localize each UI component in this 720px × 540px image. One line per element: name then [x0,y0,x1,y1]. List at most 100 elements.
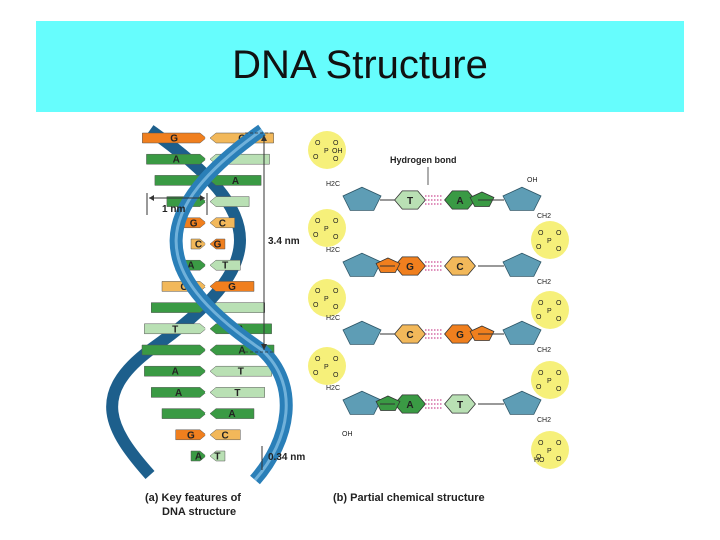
oxygen-label: O [333,218,339,225]
base-letter-left: T [172,324,178,335]
purine-ring2-right [470,326,494,341]
helix-caption-line1: (a) Key features of [145,492,241,504]
oxygen-label: O [313,370,319,377]
base-letter-left: A [175,388,182,399]
phosphorus-label: P [324,296,329,303]
base-pair: CG [191,239,225,251]
base-letter-right: T [214,452,220,463]
ch2-label: CH2 [537,279,551,286]
base-letter-left: G [170,134,178,145]
oxygen-label: O [333,372,339,379]
nucleotide-pair-row: H2C CH2 G C [326,247,551,286]
base-letter-left: A [406,400,413,411]
oxygen-label: O [538,440,544,447]
base-letter-right: C [219,218,226,229]
base-letter-right: G [456,330,464,341]
h2c-label: H2C [326,247,340,254]
base-letter-left: T [407,196,413,207]
base-letter-right: A [232,176,239,187]
h2c-label: H2C [326,385,340,392]
phosphate-group: POOOO [308,209,346,247]
base-pair: TA [144,324,271,336]
deoxyribose-sugar-left [343,321,381,344]
oxygen-label: O [538,300,544,307]
width-label: 1 nm [162,204,185,215]
nucleotide-base-left [162,409,206,419]
chemical-structure-diagram: Hydrogen bond POOOOPOOOOPOOOOPOOOOPOOOOP… [308,131,569,504]
phosphorus-label: P [324,226,329,233]
oxygen-label: O [315,288,321,295]
chemical-caption: (b) Partial chemical structure [333,492,485,504]
nucleotide-base-right [210,197,249,207]
base-letter-left: G [187,430,195,441]
ch2-label: CH2 [537,213,551,220]
purine-ring2-right [470,192,494,207]
oxygen-label: O [333,356,339,363]
base-letter-left: C [406,330,413,341]
base-letter-right: G [214,240,222,251]
base-pair: A [146,154,269,166]
base-letter-right: T [222,261,228,272]
nucleotide-rows: POOOOPOOOOPOOOOPOOOOPOOOOPOOOOPOOOOPOOOO… [308,131,569,469]
phosphorus-label: P [324,364,329,371]
base-letter-right: T [457,400,463,411]
oxygen-label: O [333,288,339,295]
base-letter-right: G [228,282,236,293]
phosphorus-label: P [547,378,552,385]
h2c-label: H2C [326,315,340,322]
pitch-label: 3.4 nm [268,236,300,247]
base-pair: A [162,409,254,421]
base-letter-left: A [173,155,180,166]
nucleotide-base-left [142,345,206,355]
hydroxyl-label: OH [332,148,343,155]
oxygen-label: O [538,370,544,377]
deoxyribose-sugar-left [343,187,381,210]
base-letter-left: G [406,262,414,273]
phosphorus-label: P [547,448,552,455]
phosphate-group: POOOO [308,347,346,385]
deoxyribose-sugar-left [343,253,381,276]
oxygen-label: O [556,456,562,463]
oxygen-label: O [556,440,562,447]
phosphorus-label: P [324,148,329,155]
base-letter-right: A [238,346,245,357]
oxygen-label: O [536,314,542,321]
base-letter-left: A [172,367,179,378]
base-letter-right: A [456,196,463,207]
nucleotide-pair-row: H2C CH2 C G [326,315,551,354]
h2c-label: H2C [326,181,340,188]
phosphorus-label: P [547,308,552,315]
purine-ring2-left [376,396,400,411]
oxygen-label: O [313,232,319,239]
base-letter-right: T [234,388,240,399]
deoxyribose-sugar-left [343,391,381,414]
oxygen-label: O [313,154,319,161]
oxygen-label: O [313,302,319,309]
base-letter-left: C [195,240,202,251]
hydroxyl-label: OH [527,177,538,184]
hydroxyl-label: OH [342,431,353,438]
base-letter-right: T [238,367,244,378]
width-arrowhead-left [149,195,154,201]
ch2-label: CH2 [537,347,551,354]
deoxyribose-sugar-right [503,253,541,276]
base-letter-right: C [456,262,463,273]
oxygen-label: O [538,230,544,237]
oxygen-label: O [333,234,339,241]
base-letter-right: C [222,430,229,441]
oxygen-label: O [556,370,562,377]
oxygen-label: O [556,386,562,393]
oxygen-label: O [315,356,321,363]
oxygen-label: O [556,300,562,307]
oxygen-label: O [333,304,339,311]
oxygen-label: O [556,316,562,323]
deoxyribose-sugar-right [503,391,541,414]
base-pair: AT [151,387,265,399]
